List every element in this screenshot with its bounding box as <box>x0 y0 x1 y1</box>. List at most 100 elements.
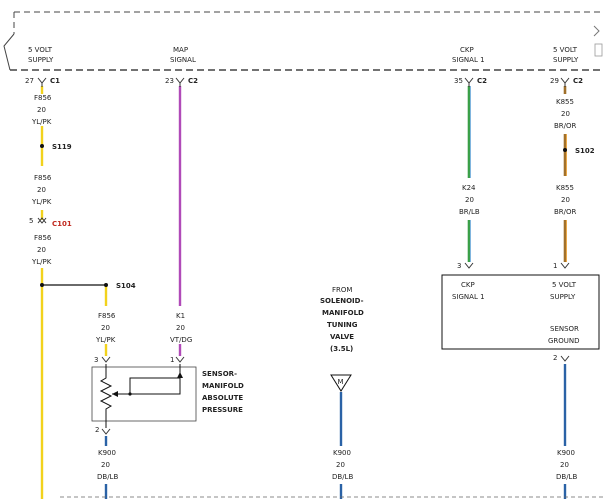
wire-k855 <box>563 86 567 262</box>
map-signal-label-1: MAP <box>173 46 188 54</box>
ckp-box-label-4: SUPPLY <box>550 293 576 301</box>
valve-label-3: MANIFOLD <box>322 309 364 317</box>
wire-k24 <box>467 86 471 262</box>
ckp-pin2-icon <box>560 355 570 362</box>
splice-s104: S104 <box>116 282 136 290</box>
splice-s104-dot-b <box>104 283 108 287</box>
wire-label-k900-a-gauge: 20 <box>101 461 110 469</box>
wire-label-k855-b-circuit: K855 <box>556 184 574 192</box>
wire-label-f856-a-circuit: F856 <box>34 94 52 102</box>
sensor-pin2-icon <box>101 428 111 435</box>
map-sensor-label-1: SENSOR- <box>202 370 237 378</box>
valve-marker: M <box>338 378 344 386</box>
ckp-box-label-1: CKP <box>461 281 475 289</box>
pin-29: 29 <box>550 77 559 85</box>
sensor-pin-3: 3 <box>94 356 98 364</box>
right-supply-label-2: SUPPLY <box>553 56 579 64</box>
connector-c101-icon <box>37 217 47 224</box>
conn-c1: C1 <box>50 77 60 85</box>
map-sensor-label-4: PRESSURE <box>202 406 243 414</box>
ckp-signal-label-2: SIGNAL 1 <box>452 56 485 64</box>
conn-c2-right: C2 <box>573 77 583 85</box>
map-signal-label-2: SIGNAL <box>170 56 196 64</box>
pin-5: 5 <box>29 217 33 225</box>
valve-label-6: (3.5L) <box>330 345 353 353</box>
wire-label-f856-b-circuit: F856 <box>34 174 52 182</box>
valve-label-5: VALVE <box>330 333 354 341</box>
wire-f856-branch <box>42 284 108 356</box>
wire-label-k900-c-circuit: K900 <box>557 449 575 457</box>
wire-label-k900-c-color: DB/LB <box>556 473 577 481</box>
valve-label-4: TUNING <box>327 321 358 329</box>
pin-35: 35 <box>454 77 463 85</box>
wire-label-k24-gauge: 20 <box>465 196 474 204</box>
wire-label-k855-b-gauge: 20 <box>561 196 570 204</box>
left-supply-label-1: 5 VOLT <box>28 46 53 54</box>
valve-marker-triangle-icon <box>330 374 352 392</box>
wire-label-k900-b-color: DB/LB <box>332 473 353 481</box>
valve-label-2: SOLENOID- <box>320 297 364 305</box>
connector-c2-map-icon <box>175 77 185 87</box>
wire-label-f856-a-color: YL/PK <box>31 118 52 126</box>
wire-label-k1-color: VT/DG <box>170 336 192 344</box>
ckp-sensor-pin-1: 1 <box>553 262 557 270</box>
left-supply-label-2: SUPPLY <box>28 56 54 64</box>
right-edge-marks <box>593 25 603 57</box>
sensor-pin1-icon <box>175 356 185 363</box>
wire-label-k900-a-color: DB/LB <box>97 473 118 481</box>
ckp-box-label-5: SENSOR <box>550 325 579 333</box>
right-supply-label-1: 5 VOLT <box>553 46 578 54</box>
wire-label-k900-b-gauge: 20 <box>336 461 345 469</box>
map-sensor-label-2: MANIFOLD <box>202 382 244 390</box>
wire-label-f856-a-gauge: 20 <box>37 106 46 114</box>
wire-k900 <box>104 364 567 499</box>
ckp-pin1-icon <box>560 262 570 269</box>
wire-label-k855-a-color: BR/OR <box>554 122 577 130</box>
wire-label-k900-b-circuit: K900 <box>333 449 351 457</box>
valve-label-1: FROM <box>332 286 352 294</box>
map-sensor-label-3: ABSOLUTE <box>202 394 243 402</box>
wire-label-f856-b-color: YL/PK <box>31 198 52 206</box>
map-sensor <box>91 364 197 428</box>
connector-c1-icon <box>37 77 47 87</box>
wire-label-k900-c-gauge: 20 <box>560 461 569 469</box>
splice-s102: S102 <box>575 147 595 155</box>
splice-s102-dot <box>563 148 567 152</box>
ckp-sensor-pin-3: 3 <box>457 262 461 270</box>
wire-label-k855-a-gauge: 20 <box>561 110 570 118</box>
splice-s119: S119 <box>52 143 72 151</box>
wire-label-f856-d-color: YL/PK <box>95 336 116 344</box>
wire-label-f856-c-circuit: F856 <box>34 234 52 242</box>
ckp-pin3-icon <box>464 262 474 269</box>
wire-label-f856-c-gauge: 20 <box>37 246 46 254</box>
wire-label-k855-a-circuit: K855 <box>556 98 574 106</box>
splice-s104-dot-a <box>40 283 44 287</box>
ckp-signal-label-1: CKP <box>460 46 474 54</box>
wire-label-k24-color: BR/LB <box>459 208 480 216</box>
sensor-pin3-icon <box>101 356 111 363</box>
wire-label-k900-a-circuit: K900 <box>98 449 116 457</box>
connector-c2-right-icon <box>560 77 570 87</box>
wire-label-k1-circuit: K1 <box>176 312 185 320</box>
pin-27: 27 <box>25 77 34 85</box>
conn-c2-ckp: C2 <box>477 77 487 85</box>
wire-label-k855-b-color: BR/OR <box>554 208 577 216</box>
conn-c101: C101 <box>52 220 72 228</box>
ckp-box-label-6: GROUND <box>548 337 580 345</box>
ckp-sensor-pin-2: 2 <box>553 354 557 362</box>
pin-23: 23 <box>165 77 174 85</box>
wire-label-k24-circuit: K24 <box>462 184 476 192</box>
wire-label-f856-d-circuit: F856 <box>98 312 116 320</box>
wire-label-f856-c-color: YL/PK <box>31 258 52 266</box>
wire-label-f856-b-gauge: 20 <box>37 186 46 194</box>
sensor-pin-2: 2 <box>95 426 99 434</box>
sensor-pin-1: 1 <box>170 356 174 364</box>
ckp-sensor-box <box>441 274 600 350</box>
ckp-box-label-3: 5 VOLT <box>552 281 577 289</box>
ckp-box-label-2: SIGNAL 1 <box>452 293 485 301</box>
wire-label-k1-gauge: 20 <box>176 324 185 332</box>
conn-c2-map: C2 <box>188 77 198 85</box>
connector-c2-ckp-icon <box>464 77 474 87</box>
module-boundary <box>3 11 600 71</box>
